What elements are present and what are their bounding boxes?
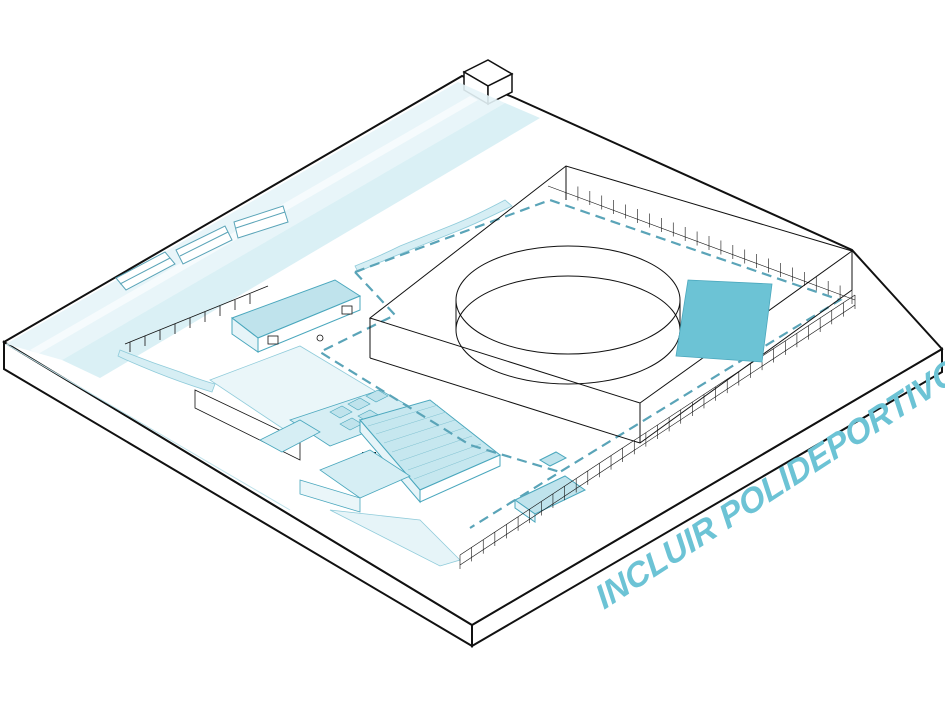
sports-center-volume [368, 165, 854, 444]
upper-building [230, 279, 362, 353]
lower-left-buildings [259, 419, 461, 567]
pavilion [514, 451, 586, 523]
site-boundary-dashed [317, 198, 843, 529]
train-icon [115, 205, 289, 291]
fence-posts-right [459, 182, 856, 569]
court-panel [675, 279, 773, 363]
main-building [359, 399, 501, 504]
fence-left [124, 285, 269, 352]
tree-line [117, 199, 513, 393]
